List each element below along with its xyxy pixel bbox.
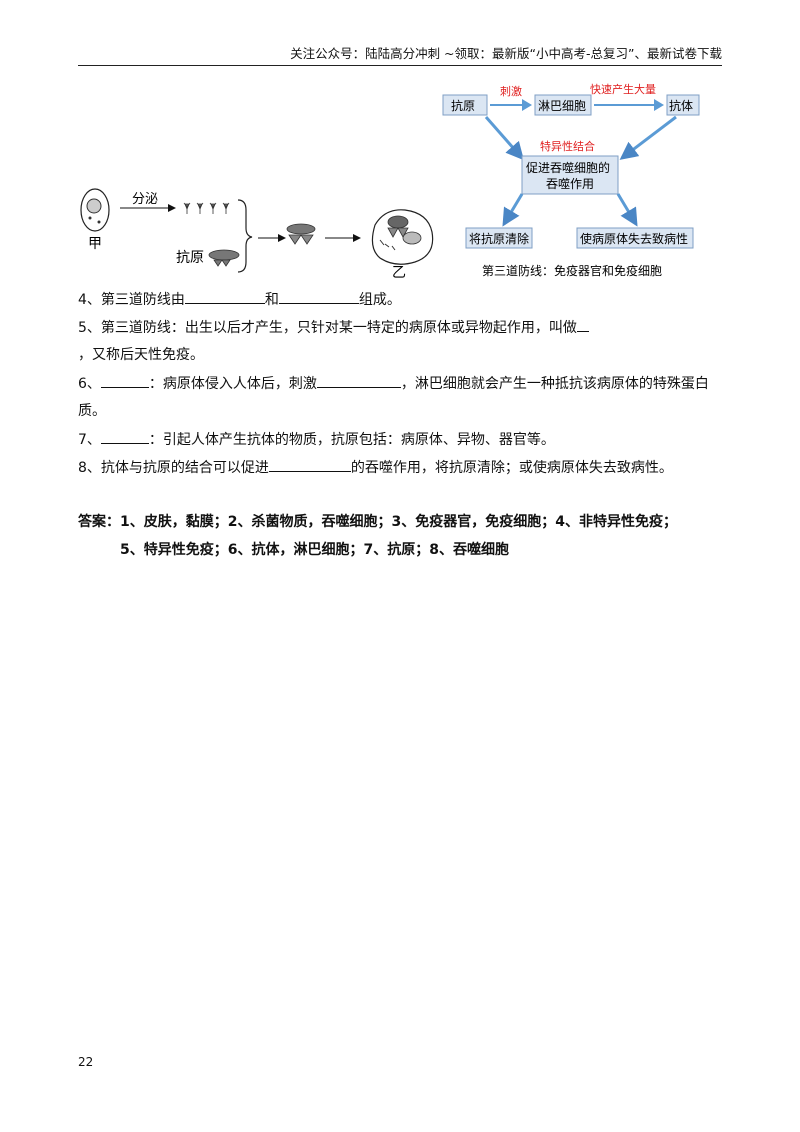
box-lose (576, 227, 694, 249)
svg-text:淋巴细胞: 淋巴细胞 (538, 99, 586, 113)
left-figure: 甲 分泌 抗原 (80, 188, 434, 281)
svg-text:抗原: 抗原 (451, 98, 475, 113)
arrow-fast-produce (594, 99, 664, 111)
answer-line-1: 答案：1、皮肤，黏膜；2、杀菌物质，吞噬细胞；3、免疫器官，免疫细胞；4、非特异… (78, 514, 677, 530)
phagocyte-yi (371, 209, 434, 265)
box-clear (465, 227, 533, 249)
blank-7[interactable] (100, 429, 149, 444)
cell-nucleus (86, 198, 102, 214)
arrow-antigen-to-center (484, 116, 524, 161)
box-antigen (442, 94, 488, 116)
question-6: 6、：病原体侵入人体后，刺激，淋巴细胞就会产生一种抵抗该病原体的特殊蛋白 (78, 373, 709, 394)
label-jia: 甲 (88, 236, 102, 252)
label-stimulate: 刺激 (500, 84, 522, 98)
arrow-to-lose (616, 193, 638, 227)
page-header: 关注公众号：陆陆高分冲刺 ~领取：最新版“小中高考-总复习”、最新试卷下载 (78, 45, 722, 66)
box-antibody (666, 94, 700, 116)
svg-text:抗体: 抗体 (669, 98, 693, 113)
label-secrete: 分泌 (132, 192, 158, 207)
blank-6b[interactable] (316, 373, 401, 388)
right-figure: 抗原 淋巴细胞 抗体 刺激 快速产生大量 特异性结合 促进吞噬细胞的 吞噬作用 … (442, 82, 700, 278)
antigen-icon (208, 249, 240, 267)
question-5-cont: ，又称后天性免疫。 (78, 347, 204, 363)
svg-text:吞噬作用: 吞噬作用 (546, 176, 594, 191)
blank-4a[interactable] (184, 289, 265, 304)
label-specific-bind: 特异性结合 (540, 139, 595, 153)
answer-line-2: 5、特异性免疫；6、抗体，淋巴细胞；7、抗原；8、吞噬细胞 (120, 542, 509, 558)
blank-8[interactable] (268, 457, 351, 472)
label-yi: 乙 (392, 265, 406, 281)
box-promote (521, 155, 619, 195)
header-text: 关注公众号：陆陆高分冲刺 ~领取：最新版“小中高考-总复习”、最新试卷下载 (290, 46, 722, 61)
label-antigen: 抗原 (176, 250, 204, 266)
antigen-antibody-complex (286, 223, 316, 245)
question-6-cont: 质。 (78, 403, 106, 419)
brace (237, 199, 253, 273)
svg-text:使病原体失去致病性: 使病原体失去致病性 (580, 231, 688, 246)
svg-text:将抗原清除: 将抗原清除 (469, 231, 529, 246)
blank-4b[interactable] (278, 289, 359, 304)
arrow-to-clear (502, 193, 524, 227)
page-number: 22 (78, 1055, 94, 1069)
question-4: 4、第三道防线由和组成。 (78, 289, 401, 310)
blank-5[interactable] (576, 317, 589, 332)
label-fast-produce: 快速产生大量 (590, 82, 656, 96)
question-5: 5、第三道防线：出生以后才产生，只针对某一特定的病原体或异物起作用，叫做 (78, 317, 589, 338)
svg-text:促进吞噬细胞的: 促进吞噬细胞的 (526, 160, 610, 175)
antibodies-icon (183, 202, 230, 214)
arrow-stimulate (490, 99, 532, 111)
question-7: 7、：引起人体产生抗体的物质，抗原包括：病原体、异物、器官等。 (78, 429, 555, 450)
arrow-antibody-to-center (619, 115, 677, 160)
question-8: 8、抗体与抗原的结合可以促进的吞噬作用，将抗原清除；或使病原体失去致病性。 (78, 457, 673, 478)
blank-6a[interactable] (100, 373, 149, 388)
figure-caption: 第三道防线：免疫器官和免疫细胞 (482, 263, 662, 278)
box-lymph (534, 94, 592, 116)
immune-figure: 甲 分泌 抗原 (80, 82, 700, 281)
